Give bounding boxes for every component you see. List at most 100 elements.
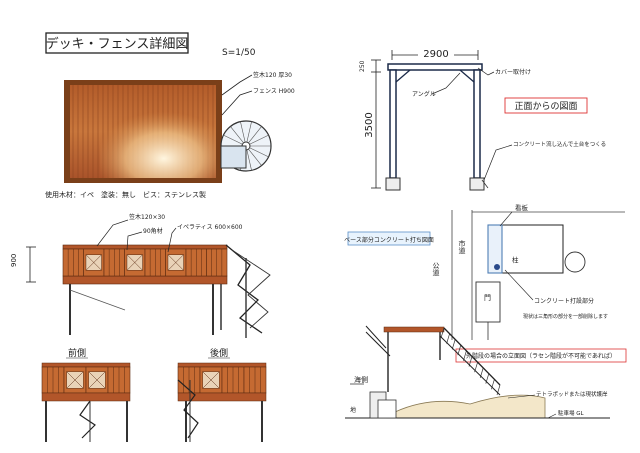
frame-brace-left <box>395 69 411 83</box>
frame-elevation: 2900 250 3500 カバー取付け アングル 正面からの図面 コンクリート… <box>359 47 606 191</box>
sea-side-label: 海側 <box>354 375 368 384</box>
spiral-tread <box>240 121 246 143</box>
elev-note-lattice: イペラティス 600×600 <box>177 224 243 231</box>
side-deck-beam <box>62 275 228 285</box>
spiral-tread <box>249 147 269 158</box>
side-top-rail <box>62 244 228 250</box>
rear-side-stair <box>177 379 199 439</box>
spiral-stair-base <box>564 251 586 273</box>
scale-label: S=1/50 <box>222 48 256 58</box>
side-legs <box>69 284 222 335</box>
angle-leader <box>431 72 461 95</box>
spiral-tread <box>246 149 252 171</box>
width-dim: 2900 <box>423 49 448 60</box>
deck-plan: 笠木120 厚30 フェンス H900 <box>64 71 295 183</box>
frame-top-beam <box>387 63 483 71</box>
side-height-dim: 900 <box>10 254 18 267</box>
front-side-label: 前側 <box>68 347 86 359</box>
top-dim: 250 <box>359 60 366 72</box>
frame-post-left <box>389 69 397 179</box>
base-concrete-plan: ベース部分コンクリート打ち図面 公道 市道 看板 柱 門 コンクリート打設部分 … <box>344 203 625 340</box>
frame-brace-right <box>459 69 475 83</box>
side-fence-panels <box>62 248 228 277</box>
footing-left <box>385 177 401 191</box>
deck-plan-highlight <box>100 100 216 178</box>
stair-baluster <box>451 339 456 350</box>
stair-baluster <box>496 384 501 396</box>
upper-deck <box>383 326 445 333</box>
plan-leader-2 <box>221 90 253 116</box>
width-dim-bg <box>418 47 454 59</box>
elev-note-top-rail: 笠木120×30 <box>129 213 165 221</box>
elev-leader-2 <box>126 231 143 251</box>
spiral-tread <box>248 148 262 166</box>
front-side-panels <box>41 366 131 394</box>
rear-side-label: 後側 <box>210 347 228 359</box>
footing-hatch <box>481 179 489 189</box>
lattice-diagonal <box>167 254 184 271</box>
front-view-title: 正面からの図面 <box>514 101 577 112</box>
materials-line: 使用木材：イペ 塗装：無し ビス：ステンレス製 <box>45 190 206 199</box>
gl-leader <box>547 413 557 419</box>
stair-baluster <box>446 333 450 344</box>
stair-stringer <box>439 335 501 396</box>
plan-note-fence-height: フェンス H900 <box>253 88 295 95</box>
spiral-tread <box>223 134 243 145</box>
cover-leader <box>477 67 495 76</box>
concrete-leader <box>483 144 513 181</box>
cover-note: カバー取付け <box>495 68 531 76</box>
concrete-leader-2 <box>504 269 534 301</box>
pillar-mark <box>494 264 500 270</box>
spiral-stair-plan <box>220 120 272 172</box>
plan-leader-1 <box>221 74 253 96</box>
tetrapod-note: テトラポッドまたは現状護岸 <box>536 390 608 398</box>
side-spiral-stair <box>225 244 271 338</box>
side-brace <box>69 289 126 311</box>
lattice-diagonal <box>202 371 220 389</box>
lattice-diagonal <box>126 254 143 271</box>
road-left: 公道 <box>432 262 440 277</box>
front-side-rail <box>41 362 131 368</box>
stair-title-box <box>455 348 627 363</box>
title-box <box>45 32 189 54</box>
stair-left-rail-2 <box>365 331 391 357</box>
stair-handrail <box>443 327 501 386</box>
road-mid: 市道 <box>458 239 466 255</box>
ground-left-label: 地 <box>350 406 356 414</box>
rear-side-view: 後側 <box>177 347 267 442</box>
stair-title: 外階段の場合の立面図（ラセン階段が不可能であれば） <box>466 352 616 360</box>
gl-note: 駐車場 GL <box>558 409 585 417</box>
front-side-stair <box>79 400 96 439</box>
signboard-label: 看板 <box>515 203 529 212</box>
rear-side-beam <box>177 392 267 402</box>
front-side-view: 前側 <box>41 347 131 442</box>
lattice-diagonal <box>66 371 84 389</box>
spiral-tread <box>249 134 269 145</box>
base-plan-title: ベース部分コンクリート打ち図面 <box>344 236 434 244</box>
rear-side-rail <box>177 362 267 368</box>
side-elevation: 900 笠木120×30 90角材 イペラティス 600×600 <box>10 213 271 338</box>
elev-note-post: 90角材 <box>143 227 163 235</box>
base-plan-note: 現状は三角形の部分を一部削除します <box>523 313 608 320</box>
rear-side-panels <box>177 366 267 394</box>
drawing-title: デッキ・フェンス詳細図 <box>46 36 189 52</box>
side-stair-rail-2 <box>231 249 271 329</box>
base-plan-title-box <box>347 231 431 246</box>
wall-step-2 <box>377 399 397 419</box>
title-block: デッキ・フェンス詳細図 S=1/50 <box>45 32 256 58</box>
tetrapod-revetment <box>394 394 546 419</box>
signboard-leader <box>499 211 513 227</box>
frame-post-right <box>473 69 481 179</box>
height-dim: 3500 <box>364 112 375 137</box>
spiral-stair-landing <box>220 145 247 169</box>
elev-leader-3 <box>167 227 177 253</box>
gate-label: 門 <box>484 294 491 302</box>
front-side-beam <box>41 392 131 402</box>
spiral-tread <box>246 121 252 143</box>
tetrapod-leader <box>507 394 536 399</box>
stair-section: 外階段の場合の立面図（ラセン階段が不可能であれば） 海側 地 テトラポッドまたは… <box>345 325 627 419</box>
front-view-title-box <box>504 97 588 114</box>
lattice-diagonal <box>85 254 102 271</box>
concrete-area-note: コンクリート打設部分 <box>534 297 594 305</box>
